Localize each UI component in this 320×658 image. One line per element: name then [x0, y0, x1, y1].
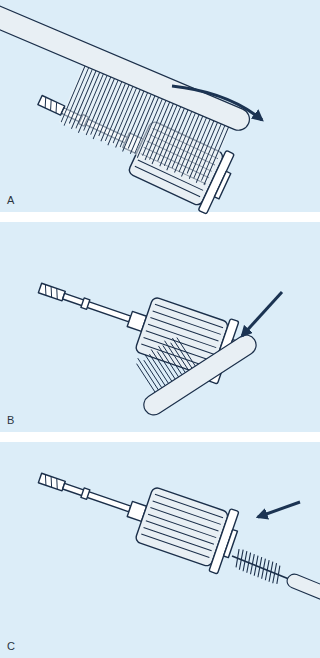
figure-panel: B	[0, 222, 320, 432]
panel-letter: C	[7, 640, 15, 652]
figure-panel: C	[0, 442, 320, 658]
panel-letter: B	[7, 414, 14, 426]
panel-letter: A	[7, 194, 14, 206]
figure-panel: A	[0, 0, 320, 212]
